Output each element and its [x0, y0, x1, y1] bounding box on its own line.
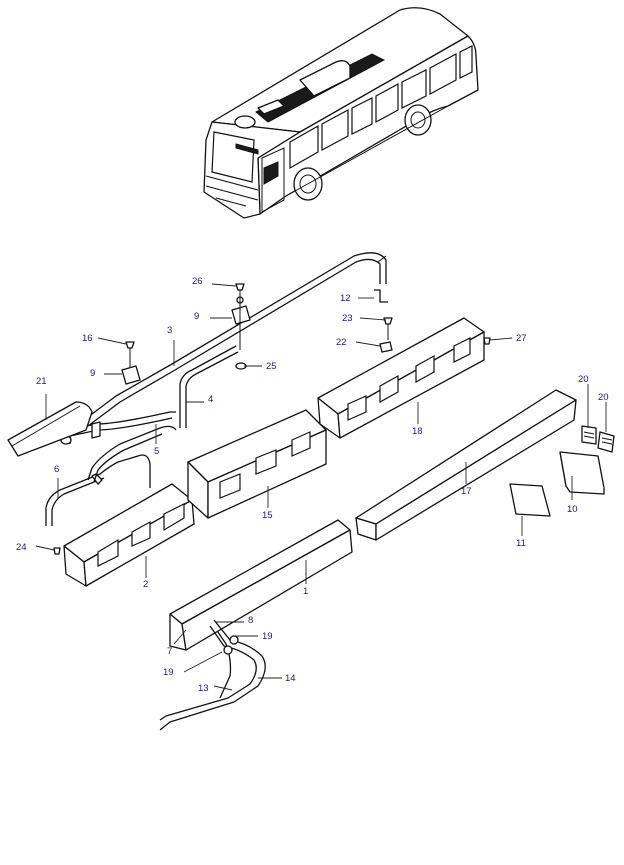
callout-labels: 1 2 3 4 5 6 7 8 9 9 10 11 12 13 14 15 16… [16, 276, 609, 694]
hose-13 [217, 631, 232, 699]
screw-24 [53, 547, 61, 555]
callout-3: 3 [167, 325, 172, 336]
duct-pipe-3 [83, 252, 387, 427]
bracket-9b [121, 365, 141, 385]
callout-19b: 19 [163, 667, 174, 678]
callout-11: 11 [516, 538, 526, 549]
clamp-19a [229, 635, 239, 645]
callout-13: 13 [198, 683, 209, 694]
callout-7: 7 [167, 646, 172, 657]
duct-17 [355, 389, 577, 541]
callout-5: 5 [154, 446, 159, 457]
callout-22: 22 [336, 337, 347, 348]
cover-11 [509, 483, 551, 517]
callout-10: 10 [567, 504, 578, 515]
bus-illustration [203, 7, 479, 219]
bracket-9a [231, 290, 251, 350]
hose-6 [45, 454, 151, 526]
leader-lines [35, 283, 607, 691]
callout-2: 2 [143, 579, 148, 590]
cover-10 [559, 451, 605, 495]
screw-27 [483, 337, 491, 345]
callout-27: 27 [516, 333, 527, 344]
callout-23: 23 [342, 313, 353, 324]
hose-14 [159, 619, 266, 731]
clip-22 [379, 341, 393, 353]
screw-23 [383, 317, 393, 340]
callout-6: 6 [54, 464, 59, 475]
duct-pipe-4 [179, 345, 239, 428]
duct-15 [187, 409, 327, 519]
callout-18: 18 [412, 426, 423, 437]
callout-20b: 20 [598, 392, 609, 403]
callout-26: 26 [192, 276, 203, 287]
callout-19a: 19 [262, 631, 273, 642]
duct-1 [169, 519, 353, 651]
clamp-19b [223, 645, 233, 655]
callout-15: 15 [262, 510, 273, 521]
callout-20a: 20 [578, 374, 589, 385]
bolt-26 [235, 283, 245, 291]
bolt-16 [125, 341, 135, 368]
callout-16: 16 [82, 333, 93, 344]
callout-17: 17 [461, 486, 472, 497]
duct-18 [317, 317, 485, 439]
callout-25: 25 [266, 361, 277, 372]
grille-20 [581, 425, 615, 453]
duct-2 [63, 483, 195, 587]
callout-8: 8 [248, 615, 253, 626]
callout-12: 12 [340, 293, 351, 304]
clip-12 [374, 289, 388, 303]
callout-9b: 9 [90, 368, 95, 379]
hose-5b [87, 425, 177, 483]
panel-21 [7, 401, 93, 457]
callout-21: 21 [36, 376, 47, 387]
callout-9a: 9 [194, 311, 199, 322]
callout-14: 14 [285, 673, 296, 684]
callout-24: 24 [16, 542, 27, 553]
callout-4: 4 [208, 394, 213, 405]
callout-1: 1 [303, 586, 308, 597]
